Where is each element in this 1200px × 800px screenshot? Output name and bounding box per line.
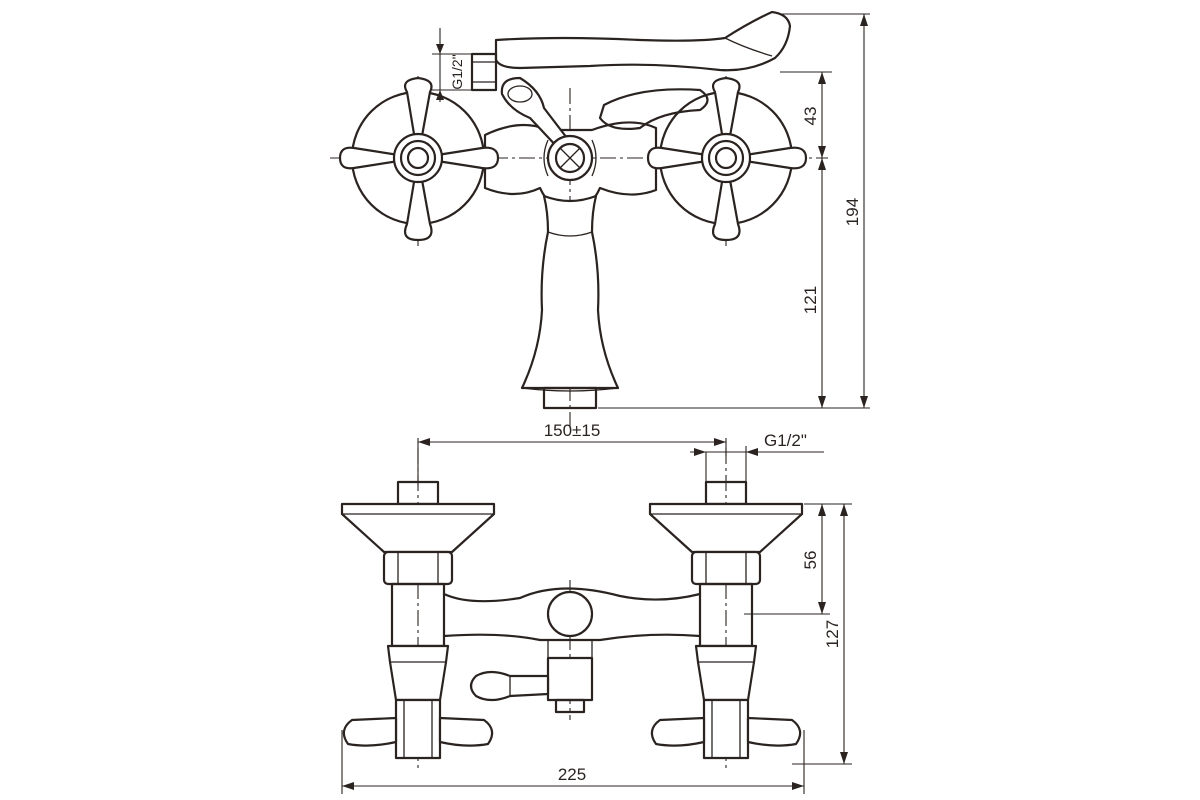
dim-g12-top: G1/2": [432, 28, 472, 102]
dim-g12-front: G1/2": [690, 431, 824, 484]
dim-g12-top-label: G1/2": [449, 54, 465, 89]
front-view: 150±15 G1/2" 56 127: [340, 421, 852, 794]
dim-225: 225: [341, 730, 805, 794]
dim-127-label: 127: [823, 620, 842, 648]
shower-outlet-stem: [520, 194, 620, 410]
dim-194: 194: [780, 13, 870, 408]
right-valve-front: [648, 480, 804, 760]
dim-121-label: 121: [801, 286, 820, 314]
left-valve-front: [340, 480, 496, 760]
left-handle-top: [338, 76, 500, 242]
center-diverter-top: [543, 134, 597, 182]
dim-56: 56: [744, 503, 830, 615]
diverter-lever-front: [469, 670, 550, 702]
diverter-lever: [500, 76, 572, 152]
dim-56-label: 56: [801, 551, 820, 570]
top-view: 43 121 194 G1/2": [330, 10, 870, 430]
dim-127: 127: [792, 503, 852, 765]
top-inlet-nipple: [470, 52, 498, 92]
dim-194-label: 194: [843, 198, 862, 226]
dim-g12-front-label: G1/2": [764, 431, 807, 450]
dim-121: 121: [598, 158, 870, 409]
dim-43-label: 43: [801, 107, 820, 126]
dim-225-label: 225: [558, 765, 586, 784]
right-handle-top: [646, 76, 808, 242]
spout: [494, 10, 792, 72]
dim-150-label: 150±15: [544, 421, 601, 440]
dim-150: 150±15: [417, 421, 727, 486]
dim-43: 43: [780, 71, 832, 158]
